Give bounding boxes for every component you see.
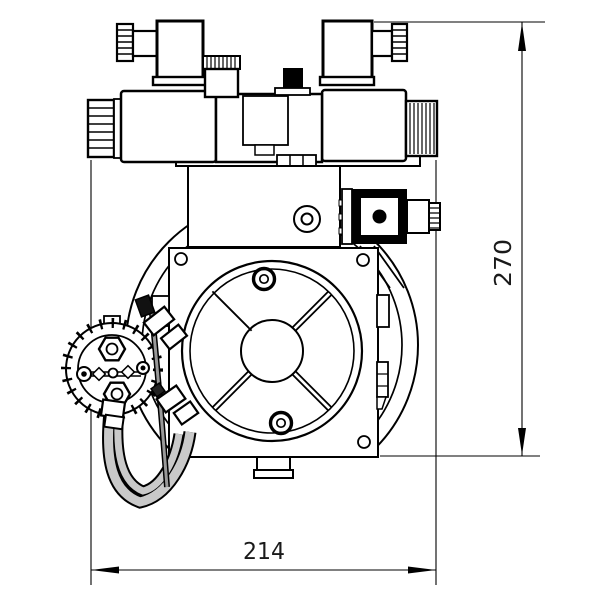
rotor-inner-rim [189, 268, 355, 434]
arrow-right-icon [408, 566, 436, 574]
right-gland-neck [370, 29, 394, 58]
rotor-bolt-top-center [258, 273, 270, 285]
fitting-hex-bottom-b [103, 413, 125, 431]
right-din-flange [318, 75, 376, 87]
arrow-left-icon [91, 566, 119, 574]
left-knob-knurling [89, 107, 113, 149]
valve-port-block [276, 154, 317, 167]
center-riser-block [203, 67, 240, 99]
linkage-diamond-right [120, 364, 136, 380]
plate-hole-tr [356, 253, 370, 267]
height-dimension-label: 270 [491, 239, 517, 287]
hose-inner [114, 408, 183, 495]
left-din-connector [155, 19, 205, 80]
left-gland-neck [131, 29, 159, 58]
right-gland-ribs [392, 29, 407, 55]
left-din-flange [151, 75, 208, 87]
rotor-hub [240, 319, 304, 383]
fitting-cap-upper [134, 294, 156, 318]
hex-nut-top-hole [105, 342, 119, 356]
hose-fittings [99, 294, 200, 431]
rotor-cover [180, 259, 364, 443]
rotor-cross-spokes [211, 290, 333, 412]
right-tab-taper [376, 396, 388, 410]
left-gland-ribs [117, 29, 133, 55]
left-solenoid-coil [119, 89, 218, 164]
hose-loop [102, 408, 197, 509]
right-side-tab-upper [376, 294, 390, 328]
fitting-cap-lower [149, 381, 167, 399]
hose-outer [104, 411, 195, 507]
manifold-port-hole [300, 212, 314, 226]
foot-flange [253, 469, 294, 479]
plate-hole-tl [174, 252, 188, 266]
eyelet-left-pin [81, 371, 87, 377]
switch-button [372, 209, 387, 224]
hex-nut-bottom-hole [110, 387, 124, 401]
right-knob-knurling [409, 103, 435, 154]
pressure-switch [352, 189, 441, 289]
right-solenoid-coil [320, 88, 408, 163]
manifold-block [187, 165, 353, 248]
valve-spool-section [242, 95, 289, 146]
vent-base-plate [274, 87, 311, 96]
center-nut-knurling [206, 57, 236, 68]
arrow-up-icon [518, 23, 526, 51]
fitting-hex-upper-a [142, 305, 176, 337]
switch-mount-strip [341, 188, 353, 245]
fitting-hex-lower-b [172, 399, 200, 427]
strip-notch [338, 227, 343, 235]
arrow-down-icon [518, 428, 526, 455]
fitting-hex-lower-a [155, 384, 187, 414]
bottom-foot [253, 456, 294, 479]
linkage-pivot [107, 367, 119, 379]
fitting-hex-upper-b [159, 323, 189, 351]
width-dimension-label: 214 [243, 539, 285, 565]
switch-gland [428, 202, 441, 231]
valve-center-tab [254, 144, 275, 156]
switch-connector [406, 199, 430, 234]
strip-notch [338, 213, 343, 221]
rotor-bolt-top [251, 266, 277, 292]
right-tab-steps [377, 373, 388, 387]
right-side-tab-lower [376, 361, 389, 398]
side-pump-unit [61, 315, 163, 420]
valve-port-dividers [289, 155, 304, 166]
rotor-bolt-bottom-center [275, 417, 287, 429]
linkage-diamond-left [91, 366, 107, 382]
eyelet-right-pin [140, 365, 146, 371]
directional-valve-assembly [86, 19, 439, 167]
vent-screw [283, 68, 303, 88]
switch-gland-ribs [429, 207, 440, 229]
plate-hole-br [357, 435, 371, 449]
strip-notch [338, 199, 343, 207]
rotor-bolt-bottom [268, 410, 294, 436]
right-din-connector [321, 19, 374, 80]
